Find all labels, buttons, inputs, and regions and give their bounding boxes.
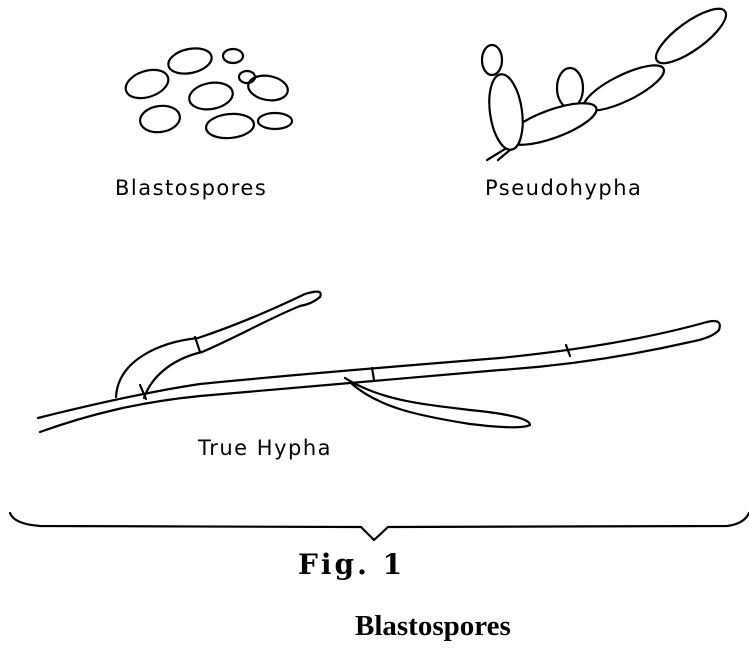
pseudohypha-label: Pseudohypha	[485, 176, 642, 200]
true-hypha-label: True Hypha	[197, 436, 332, 460]
true-hypha-drawing	[38, 292, 720, 432]
figure-number-label: Fig. 1	[298, 548, 405, 581]
bracket	[10, 513, 749, 540]
blastospores-label: Blastospores	[115, 176, 267, 200]
pseudohypha-drawing	[482, 0, 733, 160]
blastospores-drawing	[122, 45, 292, 140]
caption-title: Blastospores	[355, 610, 511, 642]
